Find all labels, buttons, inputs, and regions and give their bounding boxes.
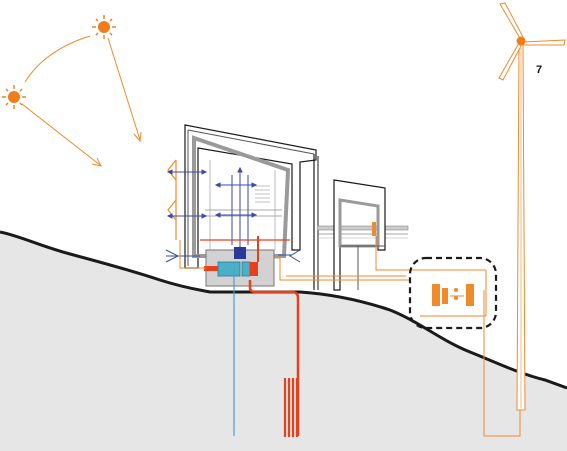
main-house <box>184 124 319 290</box>
ventilation-flow <box>165 166 301 263</box>
solar-ray <box>21 103 102 167</box>
solar-panel <box>167 159 177 240</box>
heat-pump <box>217 261 241 277</box>
battery-storage-enclosure <box>408 256 498 330</box>
annex-building <box>333 179 386 291</box>
ventilation-unit <box>234 247 246 259</box>
electrical-line <box>179 236 521 437</box>
main-house-inner-shell <box>192 135 291 258</box>
solar-ray <box>107 37 142 143</box>
sun-path-arc <box>24 35 91 83</box>
geothermal-loop <box>283 378 299 437</box>
sun-icon <box>92 15 116 39</box>
ground-terrain <box>0 232 567 451</box>
figure-number: 7 <box>536 64 543 76</box>
ground-line <box>0 230 567 390</box>
main-house-outline <box>184 124 317 269</box>
walkway <box>317 225 409 239</box>
sun-icon <box>2 85 26 109</box>
wind-turbine-icon <box>498 2 566 411</box>
battery-icon <box>420 269 487 317</box>
